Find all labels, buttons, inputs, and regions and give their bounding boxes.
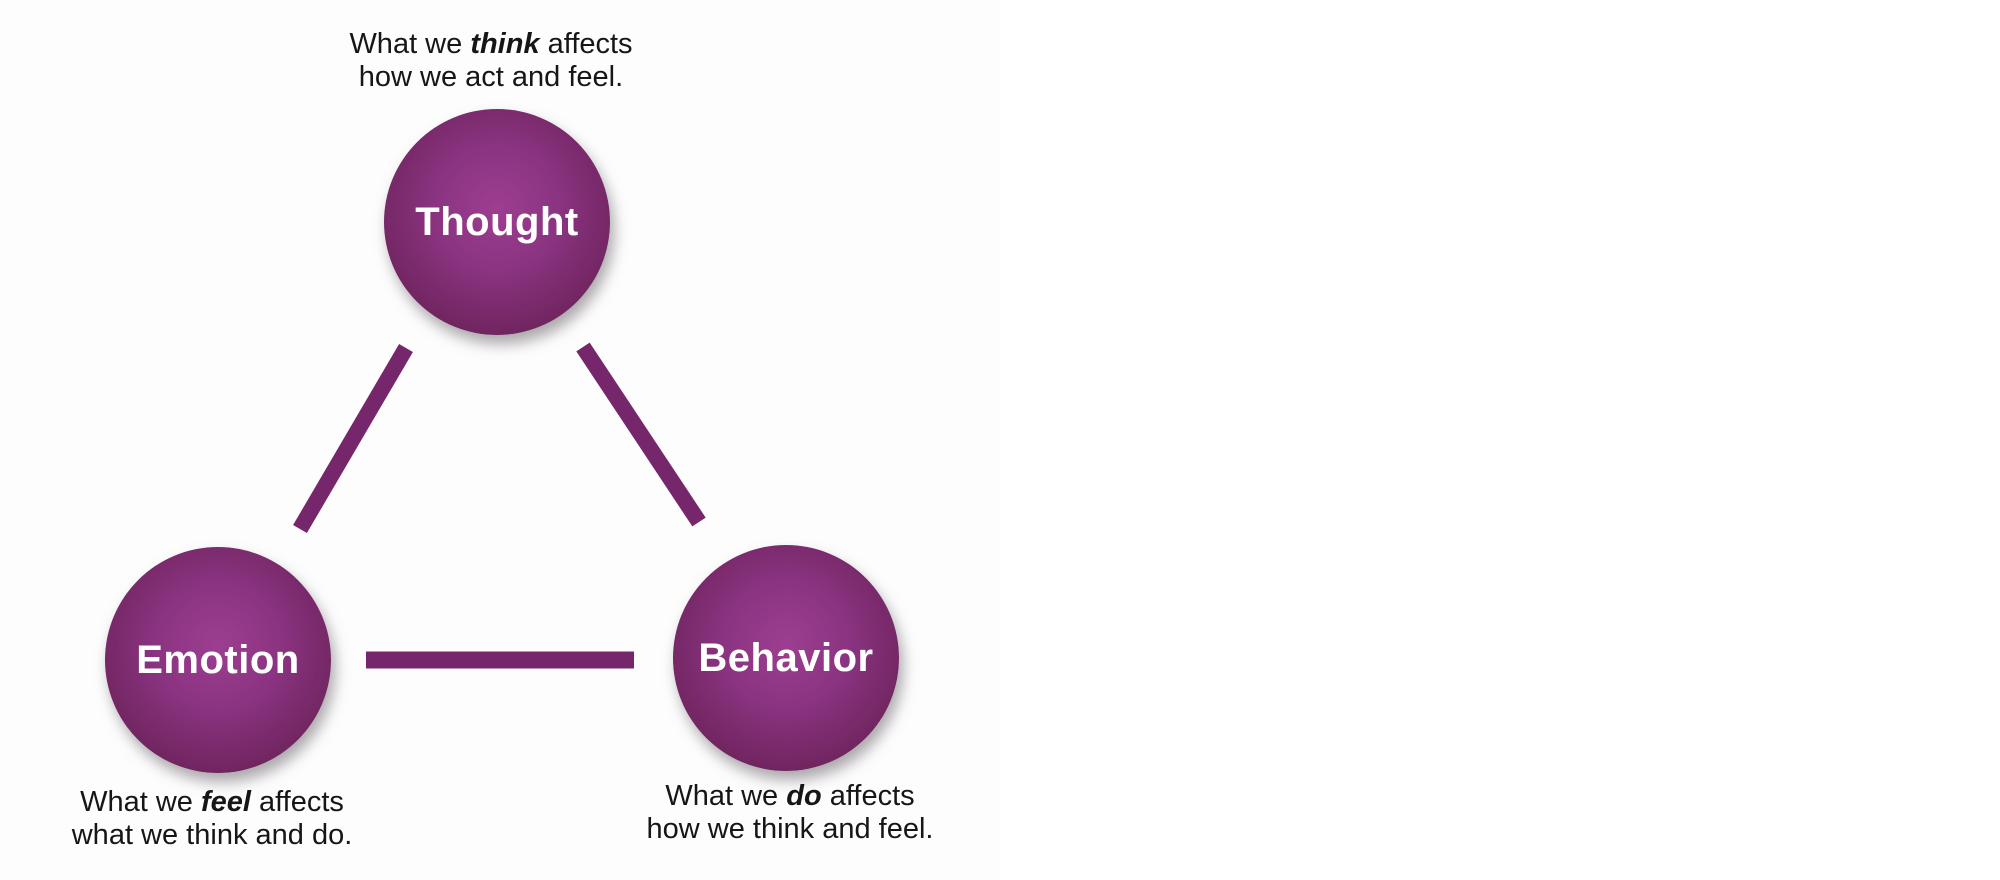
- caption-behavior: What we do affects how we think and feel…: [647, 780, 934, 846]
- node-behavior: Behavior: [673, 545, 899, 771]
- cbt-triangle-diagram: What we think affects how we act and fee…: [71, 28, 934, 852]
- caption-thought: What we think affects how we act and fee…: [349, 28, 632, 94]
- connector-lines: [293, 342, 706, 669]
- caption-behavior-line1: What we do affects: [647, 780, 934, 813]
- node-emotion-label: Emotion: [136, 637, 300, 682]
- node-thought-label: Thought: [415, 199, 579, 244]
- caption-thought-line2: how we act and feel.: [358, 61, 624, 93]
- caption-emotion-pre: What we: [80, 786, 201, 818]
- caption-thought-pre: What we: [349, 28, 471, 60]
- caption-emotion-line1: What we feel affects: [72, 786, 353, 819]
- caption-emotion-post: affects: [250, 786, 344, 818]
- connector-thought-behavior: [576, 342, 706, 527]
- node-thought: Thought: [384, 109, 610, 335]
- caption-thought-post: affects: [539, 28, 633, 60]
- caption-thought-emphasis: think: [470, 28, 540, 60]
- caption-behavior-emphasis: do: [786, 780, 822, 812]
- caption-behavior-line2: how we think and feel.: [646, 813, 934, 845]
- caption-thought-line1: What we think affects: [349, 28, 632, 61]
- caption-behavior-post: affects: [821, 780, 915, 812]
- node-emotion: Emotion: [105, 547, 331, 773]
- caption-emotion-emphasis: feel: [200, 786, 251, 818]
- node-behavior-label: Behavior: [698, 635, 874, 680]
- caption-emotion-line2: what we think and do.: [71, 819, 353, 851]
- caption-behavior-pre: What we: [665, 780, 787, 812]
- caption-emotion: What we feel affects what we think and d…: [72, 786, 353, 852]
- connector-thought-emotion: [293, 343, 413, 534]
